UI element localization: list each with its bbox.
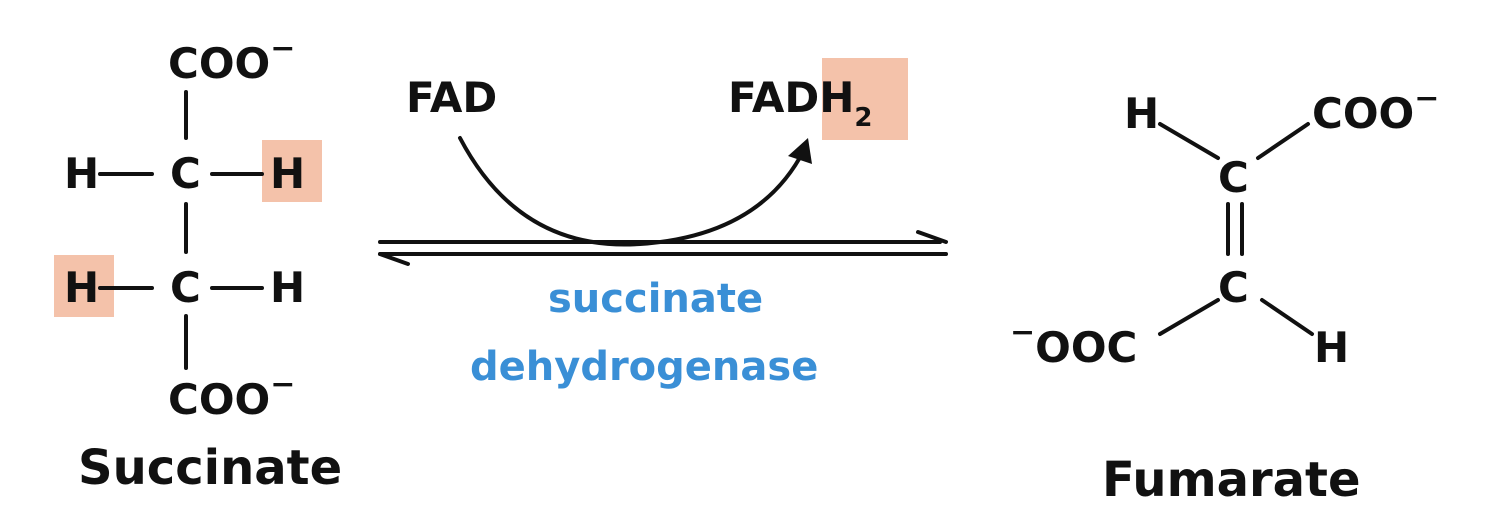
- succinate-name: Succinate: [78, 440, 342, 496]
- fad-label: FAD: [406, 73, 497, 122]
- forward-arrowhead: [916, 230, 948, 244]
- succinate-c2: C: [170, 263, 201, 312]
- cofactor-curve-arrow: [458, 136, 806, 247]
- reverse-arrowhead: [378, 252, 410, 266]
- succinate-top-coo: COO−: [168, 31, 295, 88]
- highlight-box-h-right: [262, 140, 322, 202]
- fumarate-structure: H COO− C C −OOC H Fumarate: [1010, 81, 1439, 508]
- fumarate-bottom-ooc: −OOC: [1010, 315, 1137, 372]
- fumarate-h-top: H: [1124, 89, 1159, 138]
- fumarate-h-bottom: H: [1314, 323, 1349, 372]
- succinate-h-right-1: H: [270, 149, 305, 198]
- succinate-structure: COO− H C H H C H COO− Succinate: [54, 31, 342, 496]
- succinate-c1: C: [170, 149, 201, 198]
- bond-c2-h: [1260, 298, 1314, 336]
- succinate-h-left-2: H: [64, 263, 99, 312]
- enzyme-name-line2: dehydrogenase: [470, 344, 818, 390]
- enzyme-name-line1: succinate: [548, 276, 763, 322]
- bond-h-c1: [1158, 122, 1220, 160]
- fumarate-c1: C: [1218, 153, 1249, 202]
- bond-c1-coo: [1256, 122, 1310, 160]
- fumarate-c2: C: [1218, 263, 1249, 312]
- cofactor-arrowhead: [788, 138, 812, 164]
- bond-c2-ooc: [1158, 298, 1220, 336]
- succinate-bottom-coo: COO−: [168, 367, 295, 424]
- fadh2-label: FADH2: [728, 73, 872, 133]
- succinate-h-left-1: H: [64, 149, 99, 198]
- fumarate-top-coo: COO−: [1312, 81, 1439, 138]
- highlight-box-h2: [822, 58, 908, 140]
- reaction-arrows: [378, 136, 948, 266]
- fumarate-name: Fumarate: [1102, 452, 1361, 508]
- succinate-h-right-2: H: [270, 263, 305, 312]
